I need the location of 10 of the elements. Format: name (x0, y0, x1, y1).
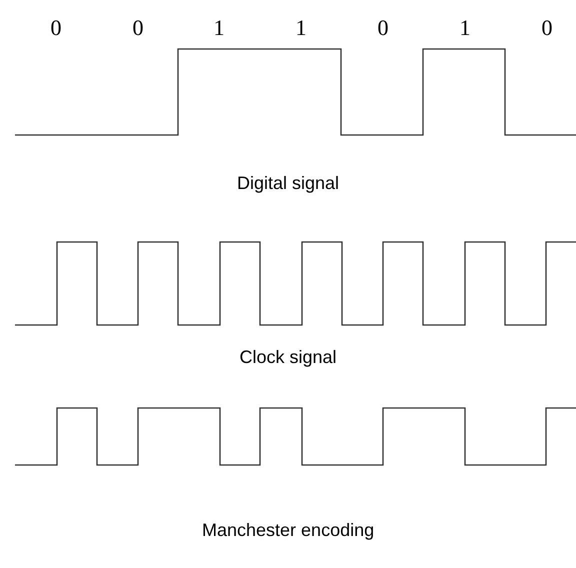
bit-value: 0 (378, 17, 388, 39)
bit-value: 0 (542, 17, 552, 39)
bit-value: 1 (460, 17, 470, 39)
bit-value: 1 (214, 17, 224, 39)
bit-value: 0 (50, 17, 62, 39)
waveform-caption: Clock signal (240, 348, 337, 366)
waveform-caption: Manchester encoding (202, 521, 374, 539)
waveform-caption: Digital signal (237, 174, 340, 192)
bit-value: 1 (296, 17, 306, 39)
bit-value: 0 (132, 17, 144, 39)
